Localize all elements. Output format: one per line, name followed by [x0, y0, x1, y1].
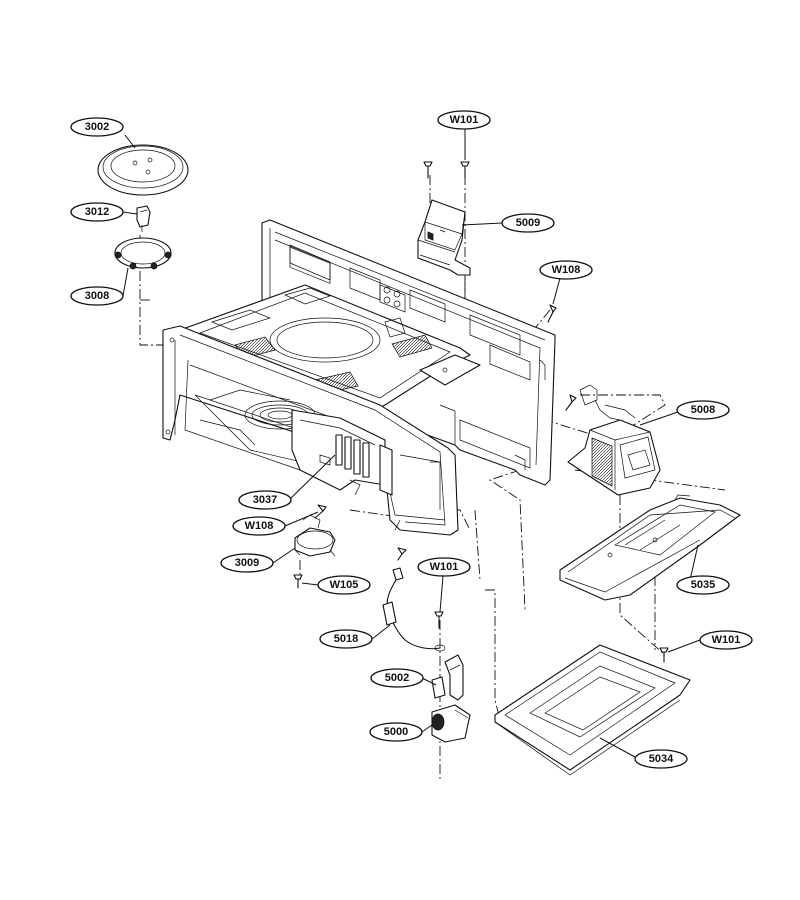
callout-label: 3008 — [85, 290, 109, 302]
control-bracket-3037 — [291, 409, 441, 496]
screw-w105 — [293, 574, 303, 589]
callout-5035: 5035 — [676, 575, 730, 595]
base-plate-5035 — [559, 494, 741, 601]
callout-w101-top: W101 — [437, 110, 491, 130]
callout-label: 3002 — [85, 121, 109, 133]
callout-label: W101 — [712, 634, 741, 646]
callout-label: W105 — [330, 579, 359, 591]
callout-label: W101 — [450, 114, 479, 126]
callout-label: 3012 — [85, 206, 109, 218]
capacitor-5009 — [417, 199, 471, 276]
callout-label: 5008 — [691, 404, 715, 416]
bottom-plate-5034 — [494, 644, 691, 776]
screw-mid-1 — [565, 394, 577, 411]
screw-w101-b — [460, 161, 470, 179]
callout-w101-right: W101 — [699, 630, 753, 650]
callout-3008: 3008 — [70, 286, 124, 306]
callout-w108-left: W108 — [232, 516, 286, 536]
callout-w108-right: W108 — [539, 260, 593, 280]
callout-5034: 5034 — [634, 749, 688, 769]
callout-5008: 5008 — [676, 400, 730, 420]
callout-3012: 3012 — [70, 202, 124, 222]
bracket-5002 — [431, 654, 464, 701]
screw-w101-right — [659, 647, 669, 663]
transformer-5008 — [567, 384, 661, 496]
callout-3009: 3009 — [220, 553, 274, 573]
screw-front-1 — [397, 547, 407, 561]
callout-5002: 5002 — [370, 668, 424, 688]
callout-label: 5000 — [384, 726, 408, 738]
screw-w108-right — [547, 304, 557, 323]
callouts: 3002 3012 3008 W101 5009 W108 5008 3037 — [70, 110, 753, 769]
cavity-top-plate — [179, 284, 481, 411]
screw-w101-mid — [434, 611, 444, 629]
roller-ring-3008 — [114, 237, 172, 270]
callout-label: W108 — [552, 264, 581, 276]
coupler-3012 — [136, 205, 151, 232]
screw-w101-a — [423, 161, 433, 179]
callout-label: 5034 — [649, 753, 674, 765]
callout-label: 5018 — [334, 633, 358, 645]
callout-w101-mid: W101 — [417, 557, 471, 577]
callout-5009: 5009 — [501, 213, 555, 233]
turntable-tray-3002 — [97, 144, 189, 196]
callout-label: 3037 — [253, 494, 277, 506]
callout-label: 5002 — [385, 672, 409, 684]
cord-5018 — [382, 567, 446, 652]
callout-5000: 5000 — [369, 722, 423, 742]
callout-w105: W105 — [317, 575, 371, 595]
callout-3002: 3002 — [70, 117, 124, 137]
screw-w108-left — [314, 504, 327, 519]
motor-3009 — [294, 514, 336, 557]
callout-label: 3009 — [235, 557, 259, 569]
screws — [293, 161, 669, 663]
callout-3037: 3037 — [238, 490, 292, 510]
switch-5000 — [431, 704, 471, 743]
callout-label: W101 — [430, 561, 459, 573]
callout-label: 5009 — [516, 217, 540, 229]
callout-5018: 5018 — [319, 629, 373, 649]
callout-label: W108 — [245, 520, 274, 532]
leader-lines — [122, 129, 701, 758]
callout-label: 5035 — [691, 579, 715, 591]
